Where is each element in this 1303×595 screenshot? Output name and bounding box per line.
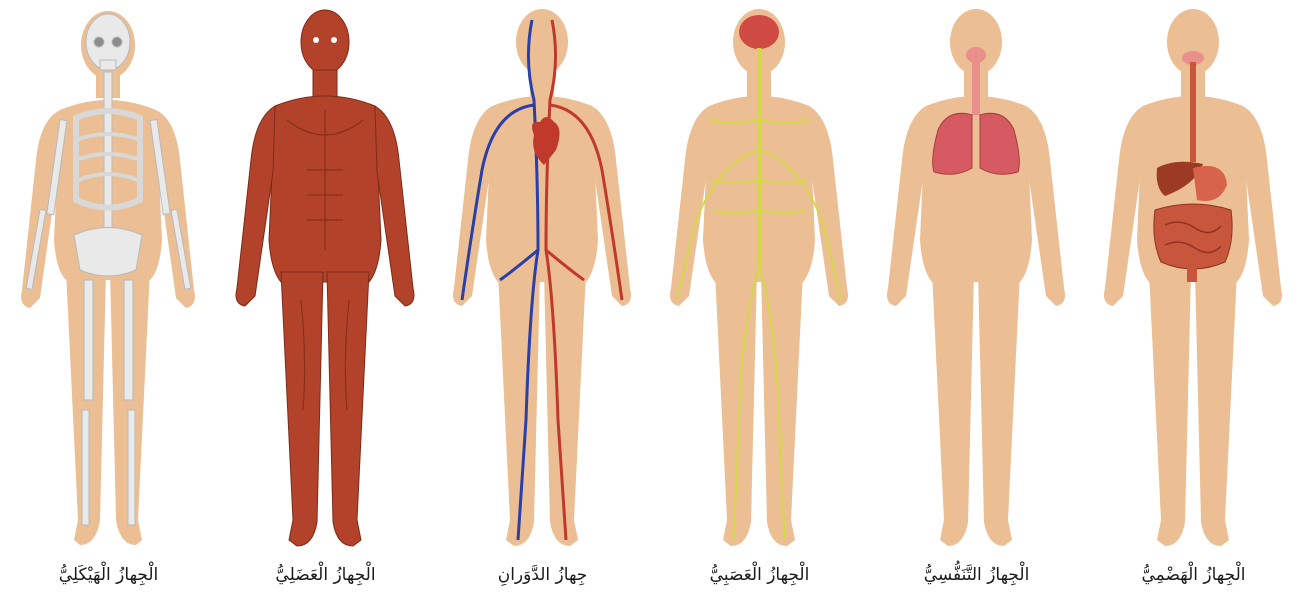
muscular-system-illustration <box>217 0 434 560</box>
nervous-system-illustration <box>651 0 868 560</box>
circulatory-system-label: جِهازُ الدَّوَرانِ <box>434 563 651 587</box>
respiratory-system-figure: الْجِهازُ التَّنَفُّسِيُّ <box>868 0 1085 595</box>
nervous-system-figure: الْجِهازُ الْعَصَبِيُّ <box>651 0 868 595</box>
brain <box>739 15 779 49</box>
respiratory-system-illustration <box>868 0 1085 560</box>
muscular-system-figure: الْجِهازُ الْعَضَلِيُّ <box>217 0 434 595</box>
muscle-body <box>236 10 414 546</box>
circulatory-system-figure: جِهازُ الدَّوَرانِ <box>434 0 651 595</box>
rectum <box>1187 262 1197 282</box>
skeletal-system-figure: الْجِهازُ الْهَيْكَلِيُّ <box>0 0 217 595</box>
digestive-system-illustration <box>1085 0 1302 560</box>
digestive-system-label: الْجِهازُ الْهَضْمِيُّ <box>1085 563 1302 587</box>
intestines <box>1154 204 1232 269</box>
skeleton <box>26 14 191 525</box>
circulatory-system-illustration <box>434 0 651 560</box>
esophagus <box>1190 62 1196 162</box>
respiratory-system-label: الْجِهازُ التَّنَفُّسِيُّ <box>868 563 1085 587</box>
skeletal-system-label: الْجِهازُ الْهَيْكَلِيُّ <box>0 563 217 587</box>
nervous-system-label: الْجِهازُ الْعَصَبِيُّ <box>651 563 868 587</box>
digestive-system-figure: الْجِهازُ الْهَضْمِيُّ <box>1085 0 1302 595</box>
body-silhouette <box>453 9 631 546</box>
muscular-system-label: الْجِهازُ الْعَضَلِيُّ <box>217 563 434 587</box>
skeletal-system-illustration <box>0 0 217 560</box>
